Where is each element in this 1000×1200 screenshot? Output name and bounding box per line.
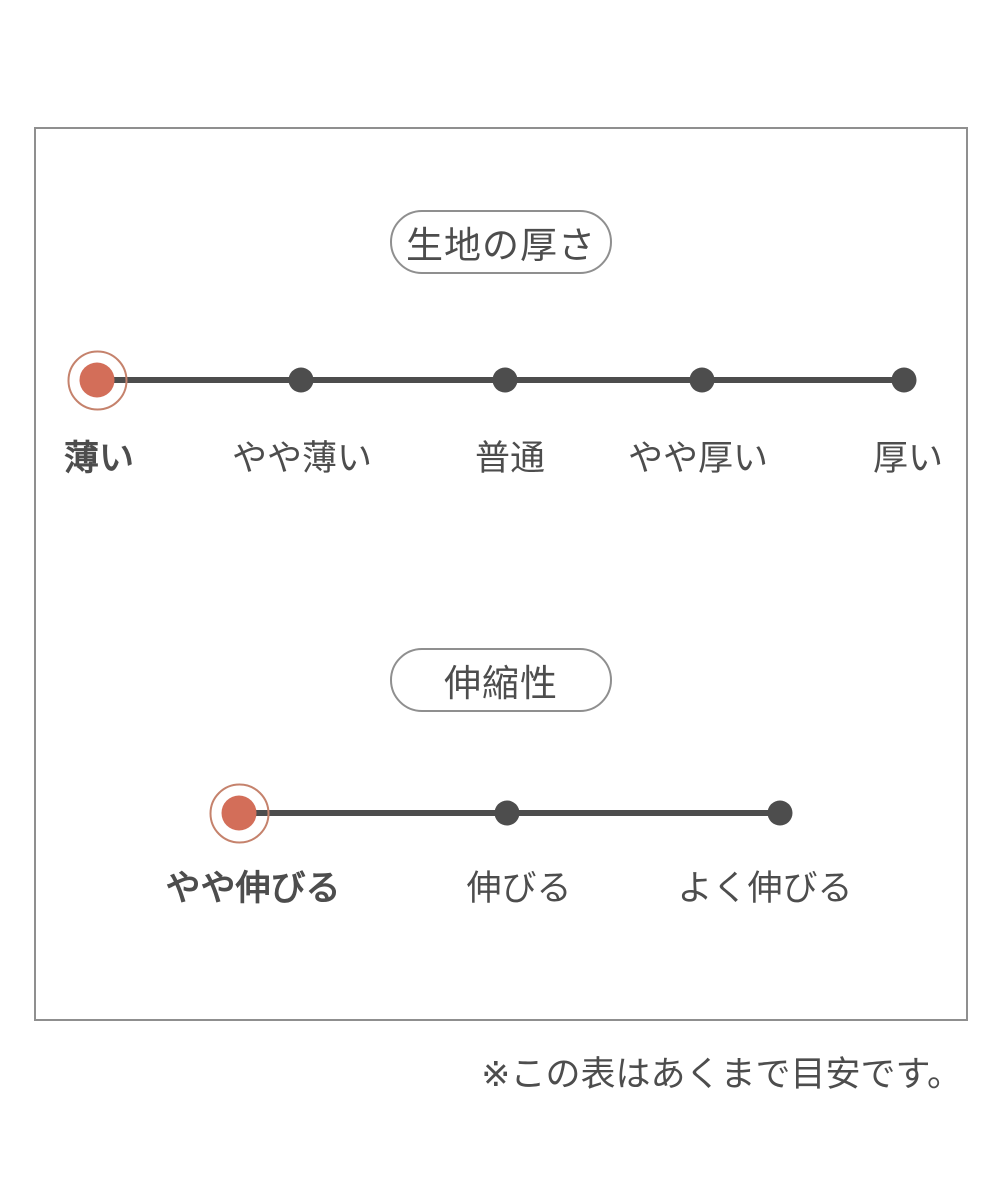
stretch-point-1 [221, 795, 257, 831]
thickness-label-2: やや薄い [231, 439, 373, 478]
thickness-point-1 [79, 362, 115, 398]
stretch-point-2 [494, 800, 520, 826]
stretch-label-3: よく伸びる [677, 869, 853, 908]
thickness-label-1: 薄い [63, 439, 135, 478]
thickness-label-3: 普通 [474, 439, 546, 478]
thickness-label-4: やや厚い [627, 439, 769, 478]
disclaimer-note: ※この表はあくまで目安です。 [481, 1055, 962, 1094]
thickness-title-pill: 生地の厚さ [390, 210, 612, 274]
stretch-title-pill: 伸縮性 [390, 648, 612, 712]
stretch-label-1: やや伸びる [165, 869, 341, 908]
thickness-point-5 [891, 367, 917, 393]
thickness-point-3 [492, 367, 518, 393]
thickness-title: 生地の厚さ [406, 225, 596, 266]
thickness-point-4 [689, 367, 715, 393]
thickness-point-2 [288, 367, 314, 393]
thickness-label-5: 厚い [872, 439, 944, 478]
stretch-point-3 [767, 800, 793, 826]
stretch-title: 伸縮性 [444, 663, 558, 704]
guide-box: 生地の厚さ 薄い やや薄い 普通 やや厚い 厚い 伸縮性 やや伸びる 伸びる よ… [34, 127, 968, 1021]
stretch-label-2: 伸びる [466, 869, 572, 908]
